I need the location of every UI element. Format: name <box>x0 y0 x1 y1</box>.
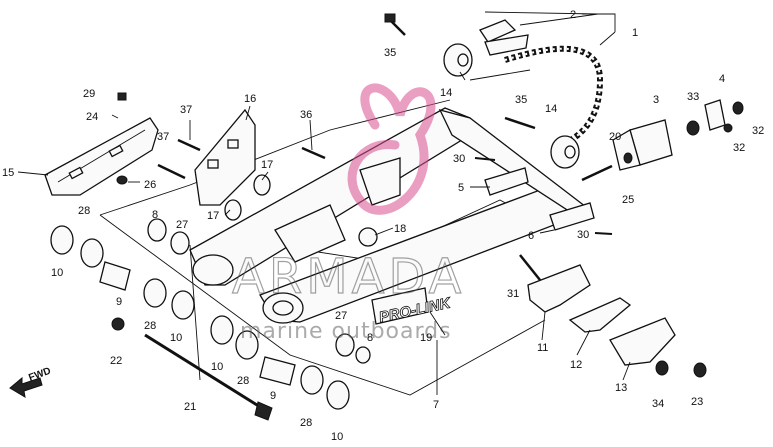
callout-35b: 35 <box>515 94 527 106</box>
callout-18: 18 <box>394 223 406 235</box>
callout-17b: 17 <box>207 210 219 222</box>
swingarm: PRO-LINK <box>189 107 592 327</box>
callout-33: 33 <box>687 91 699 103</box>
callout-2: 2 <box>570 9 576 21</box>
callout-3: 3 <box>653 94 659 106</box>
chain-adjuster-block <box>612 99 726 171</box>
callout-1: 1 <box>632 27 638 39</box>
callout-26: 26 <box>144 179 156 191</box>
callout-14a: 14 <box>440 87 452 99</box>
chain-slider <box>44 117 159 196</box>
callout-32a: 32 <box>752 125 764 137</box>
callout-9a: 9 <box>116 296 122 308</box>
callout-8a: 8 <box>152 209 158 221</box>
callout-11: 11 <box>537 342 548 354</box>
rear-brackets <box>527 264 676 366</box>
callout-28d: 28 <box>300 417 312 429</box>
chain-guide-plate <box>194 108 256 206</box>
callout-13: 13 <box>615 382 627 394</box>
callout-5: 5 <box>458 182 464 194</box>
watermark: ARMADA marine outboards <box>231 83 465 344</box>
callout-15: 15 <box>2 167 14 179</box>
callouts: 1 2 3 4 5 6 7 8 8 9 9 10 10 10 10 11 12 … <box>2 9 764 443</box>
watermark-tagline: marine outboards <box>240 319 452 344</box>
callout-16: 16 <box>244 93 256 105</box>
drive-chain <box>469 45 604 148</box>
callout-28a: 28 <box>78 205 90 217</box>
forward-arrow: FWD <box>9 366 52 398</box>
callout-28c: 28 <box>237 375 249 387</box>
callout-8b: 8 <box>367 332 373 344</box>
bearings-and-bushings <box>50 174 378 410</box>
callout-9b: 9 <box>270 390 276 402</box>
callout-27b: 27 <box>335 310 347 322</box>
callout-36: 36 <box>300 109 312 121</box>
callout-24: 24 <box>86 111 98 123</box>
callout-20: 20 <box>609 131 621 143</box>
callout-7: 7 <box>433 399 439 411</box>
callout-28b: 28 <box>144 320 156 332</box>
pivot-bolt <box>144 333 273 421</box>
callout-22: 22 <box>110 355 122 367</box>
chain-rollers <box>443 43 580 169</box>
leader-lines <box>17 11 631 381</box>
callout-30b: 30 <box>577 229 589 241</box>
callout-29: 29 <box>83 88 95 100</box>
callout-34: 34 <box>652 398 664 410</box>
callout-30a: 30 <box>453 153 465 165</box>
callout-10d: 10 <box>331 431 343 443</box>
watermark-brand: ARMADA <box>232 249 465 305</box>
callout-31: 31 <box>507 288 519 300</box>
callout-17a: 17 <box>261 159 273 171</box>
callout-32b: 32 <box>733 142 745 154</box>
callout-10b: 10 <box>170 332 182 344</box>
callout-23: 23 <box>691 396 703 408</box>
bolts-and-nuts <box>111 13 744 378</box>
callout-4: 4 <box>719 73 725 85</box>
callout-19: 19 <box>420 332 432 344</box>
callout-12: 12 <box>570 359 582 371</box>
adjuster-plates <box>479 19 595 231</box>
callout-35a: 35 <box>384 47 396 59</box>
callout-10c: 10 <box>211 361 223 373</box>
callout-37a: 37 <box>180 104 192 116</box>
callout-25: 25 <box>622 194 634 206</box>
callout-37b: 37 <box>157 131 169 143</box>
callout-6: 6 <box>528 230 534 242</box>
callout-21: 21 <box>184 401 196 413</box>
callout-14b: 14 <box>545 103 557 115</box>
callout-27a: 27 <box>176 219 188 231</box>
callout-10a: 10 <box>51 267 63 279</box>
